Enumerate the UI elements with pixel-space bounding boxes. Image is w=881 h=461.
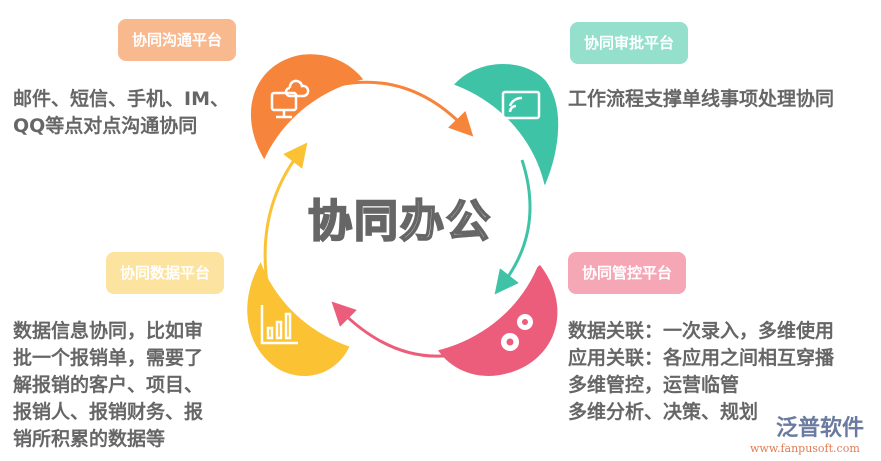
arrow-pink [331, 301, 469, 358]
logo-name: 泛普软件 [776, 416, 865, 441]
arrow-teal [494, 159, 532, 295]
desc-data: 数据信息协同，比如审 批一个报销单，需要了 解报销的客户、项目、 报销人、报销财… [13, 320, 204, 450]
desc-control: 数据关联：一次录入，多维使用 应用关联：各应用之间相互穿播 多维管控，运营临管 … [568, 320, 835, 423]
cloud-sync-monitor-icon [270, 79, 310, 119]
tag-control: 协同管控平台 [568, 252, 687, 294]
wireless-screen-icon [501, 90, 541, 120]
fanpu-logo: 泛普软件 www.fanpusoft.com [750, 410, 864, 455]
tag-data: 协同数据平台 [106, 252, 225, 294]
arrow-orange [309, 80, 474, 137]
arrow-yellow [263, 142, 308, 291]
gears-icon [501, 314, 533, 351]
tag-communication: 协同沟通平台 [118, 19, 237, 61]
desc-approval: 工作流程支撑单线事项处理协同 [568, 88, 835, 110]
tag-approval: 协同审批平台 [570, 22, 689, 64]
center-disc [252, 75, 548, 355]
desc-communication: 邮件、短信、手机、IM、 QQ等点对点沟通协同 [13, 88, 229, 137]
center-title: 协同办公 [307, 195, 492, 248]
bar-chart-icon [260, 305, 298, 345]
logo-url: www.fanpusoft.com [750, 442, 860, 455]
